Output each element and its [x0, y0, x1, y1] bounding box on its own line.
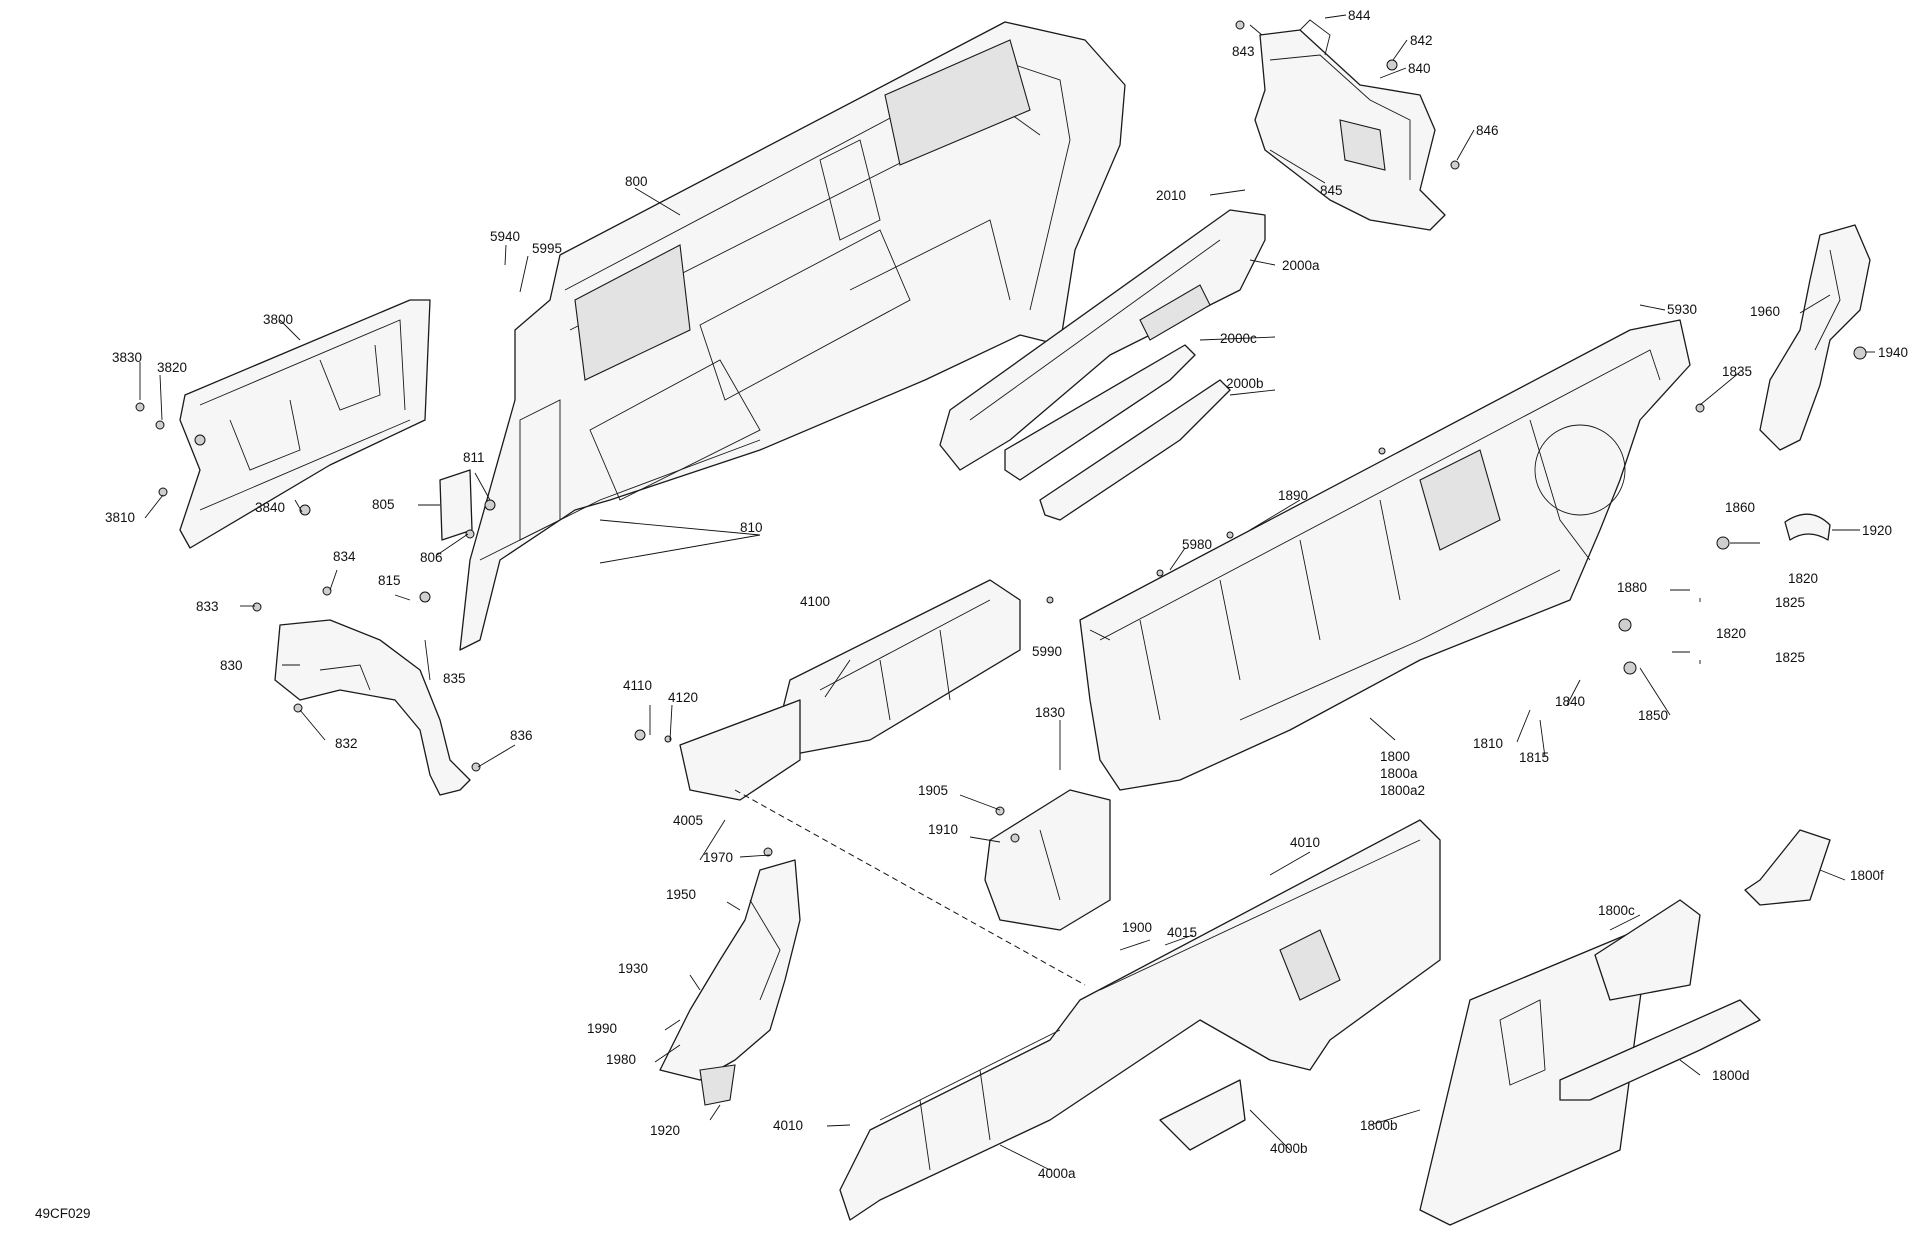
callout-1910: 1910	[928, 822, 958, 837]
callout-4010-upper: 4010	[1290, 835, 1320, 850]
callout-4010-lower: 4010	[773, 1118, 803, 1133]
callout-1820-a: 1820	[1788, 571, 1818, 586]
callout-811: 811	[463, 450, 485, 465]
callout-1980: 1980	[606, 1052, 636, 1067]
callout-1800a: 1800a	[1380, 766, 1418, 781]
callout-1850: 1850	[1638, 708, 1668, 723]
callout-806: 806	[420, 550, 443, 565]
callout-1800c: 1800c	[1598, 903, 1635, 918]
callout-2000a: 2000a	[1282, 258, 1320, 273]
callout-4110: 4110	[623, 678, 652, 693]
callout-3810: 3810	[105, 510, 135, 525]
callout-833: 833	[196, 599, 219, 614]
callout-840: 840	[1408, 61, 1431, 76]
callout-832: 832	[335, 736, 358, 751]
callout-4120: 4120	[668, 690, 698, 705]
part-3800-panel	[179, 299, 431, 549]
callout-3840: 3840	[255, 500, 285, 515]
part-805-bracket	[439, 469, 473, 541]
callout-4100: 4100	[800, 594, 830, 609]
callout-844: 844	[1348, 8, 1371, 23]
callout-834: 834	[333, 549, 356, 564]
callout-2010: 2010	[1156, 188, 1186, 203]
callout-4015: 4015	[1167, 925, 1197, 940]
hardware-fasteners	[135, 20, 1867, 857]
callout-810: 810	[740, 520, 763, 535]
callout-1840: 1840	[1555, 694, 1585, 709]
callout-3820: 3820	[157, 360, 187, 375]
callout-1860: 1860	[1725, 500, 1755, 515]
callout-1950: 1950	[666, 887, 696, 902]
callout-800: 800	[625, 174, 648, 189]
part-1800-pads	[1419, 829, 1831, 1226]
callout-836: 836	[510, 728, 533, 743]
callout-846: 846	[1476, 123, 1499, 138]
callout-1815: 1815	[1519, 750, 1549, 765]
part-800-panel	[459, 21, 1126, 651]
callout-1890: 1890	[1278, 488, 1308, 503]
callout-1940: 1940	[1878, 345, 1908, 360]
part-1950	[659, 859, 801, 1106]
callout-4000b: 4000b	[1270, 1141, 1308, 1156]
callout-1820-b: 1820	[1716, 626, 1746, 641]
callout-830: 830	[220, 658, 243, 673]
part-840-assembly	[1254, 19, 1460, 231]
leader-lines	[139, 14, 1875, 1171]
callout-815: 815	[378, 573, 401, 588]
callout-1825-a: 1825	[1775, 595, 1805, 610]
callout-5930: 5930	[1667, 302, 1697, 317]
callout-1825-b: 1825	[1775, 650, 1805, 665]
callout-5940: 5940	[490, 229, 520, 244]
callout-2000c: 2000c	[1220, 331, 1257, 346]
callout-1900: 1900	[1122, 920, 1152, 935]
callout-5990: 5990	[1032, 644, 1062, 659]
part-2000-brackets	[939, 209, 1266, 521]
callout-labels: 844 843 842 840 846 845 800 5940 5995 38…	[105, 8, 1908, 1181]
part-1800-main-panel	[984, 319, 1691, 931]
assembly-dashed-line	[734, 789, 1086, 986]
callout-1835: 1835	[1722, 364, 1752, 379]
drawing-id: 49CF029	[35, 1206, 91, 1221]
callout-1905: 1905	[918, 783, 948, 798]
callout-3830: 3830	[112, 350, 142, 365]
callout-835: 835	[443, 671, 466, 686]
callout-4000a: 4000a	[1038, 1166, 1076, 1181]
callout-1920-lower: 1920	[650, 1123, 680, 1138]
callout-3800: 3800	[263, 312, 293, 327]
callout-4005: 4005	[673, 813, 703, 828]
callout-1800d: 1800d	[1712, 1068, 1750, 1083]
callout-1800f: 1800f	[1850, 868, 1884, 883]
callout-1800b: 1800b	[1360, 1118, 1398, 1133]
part-4100-duct	[679, 579, 1021, 801]
callout-842: 842	[1410, 33, 1433, 48]
callout-1800: 1800	[1380, 749, 1410, 764]
part-1960	[1759, 224, 1871, 451]
callout-1960: 1960	[1750, 304, 1780, 319]
callout-5980: 5980	[1182, 537, 1212, 552]
callout-1930: 1930	[618, 961, 648, 976]
callout-2000b: 2000b	[1226, 376, 1264, 391]
callout-1830: 1830	[1035, 705, 1065, 720]
callout-843: 843	[1232, 44, 1255, 59]
callout-5995: 5995	[532, 241, 562, 256]
callout-1990: 1990	[587, 1021, 617, 1036]
callout-1970: 1970	[703, 850, 733, 865]
callout-805: 805	[372, 497, 395, 512]
callout-1880: 1880	[1617, 580, 1647, 595]
callout-1810: 1810	[1473, 736, 1503, 751]
callout-1800a2: 1800a2	[1380, 783, 1425, 798]
callout-845: 845	[1320, 183, 1343, 198]
part-1920-right	[1784, 513, 1831, 541]
part-830	[274, 619, 471, 796]
part-4000a-duct	[839, 819, 1441, 1221]
callout-1920-right: 1920	[1862, 523, 1892, 538]
